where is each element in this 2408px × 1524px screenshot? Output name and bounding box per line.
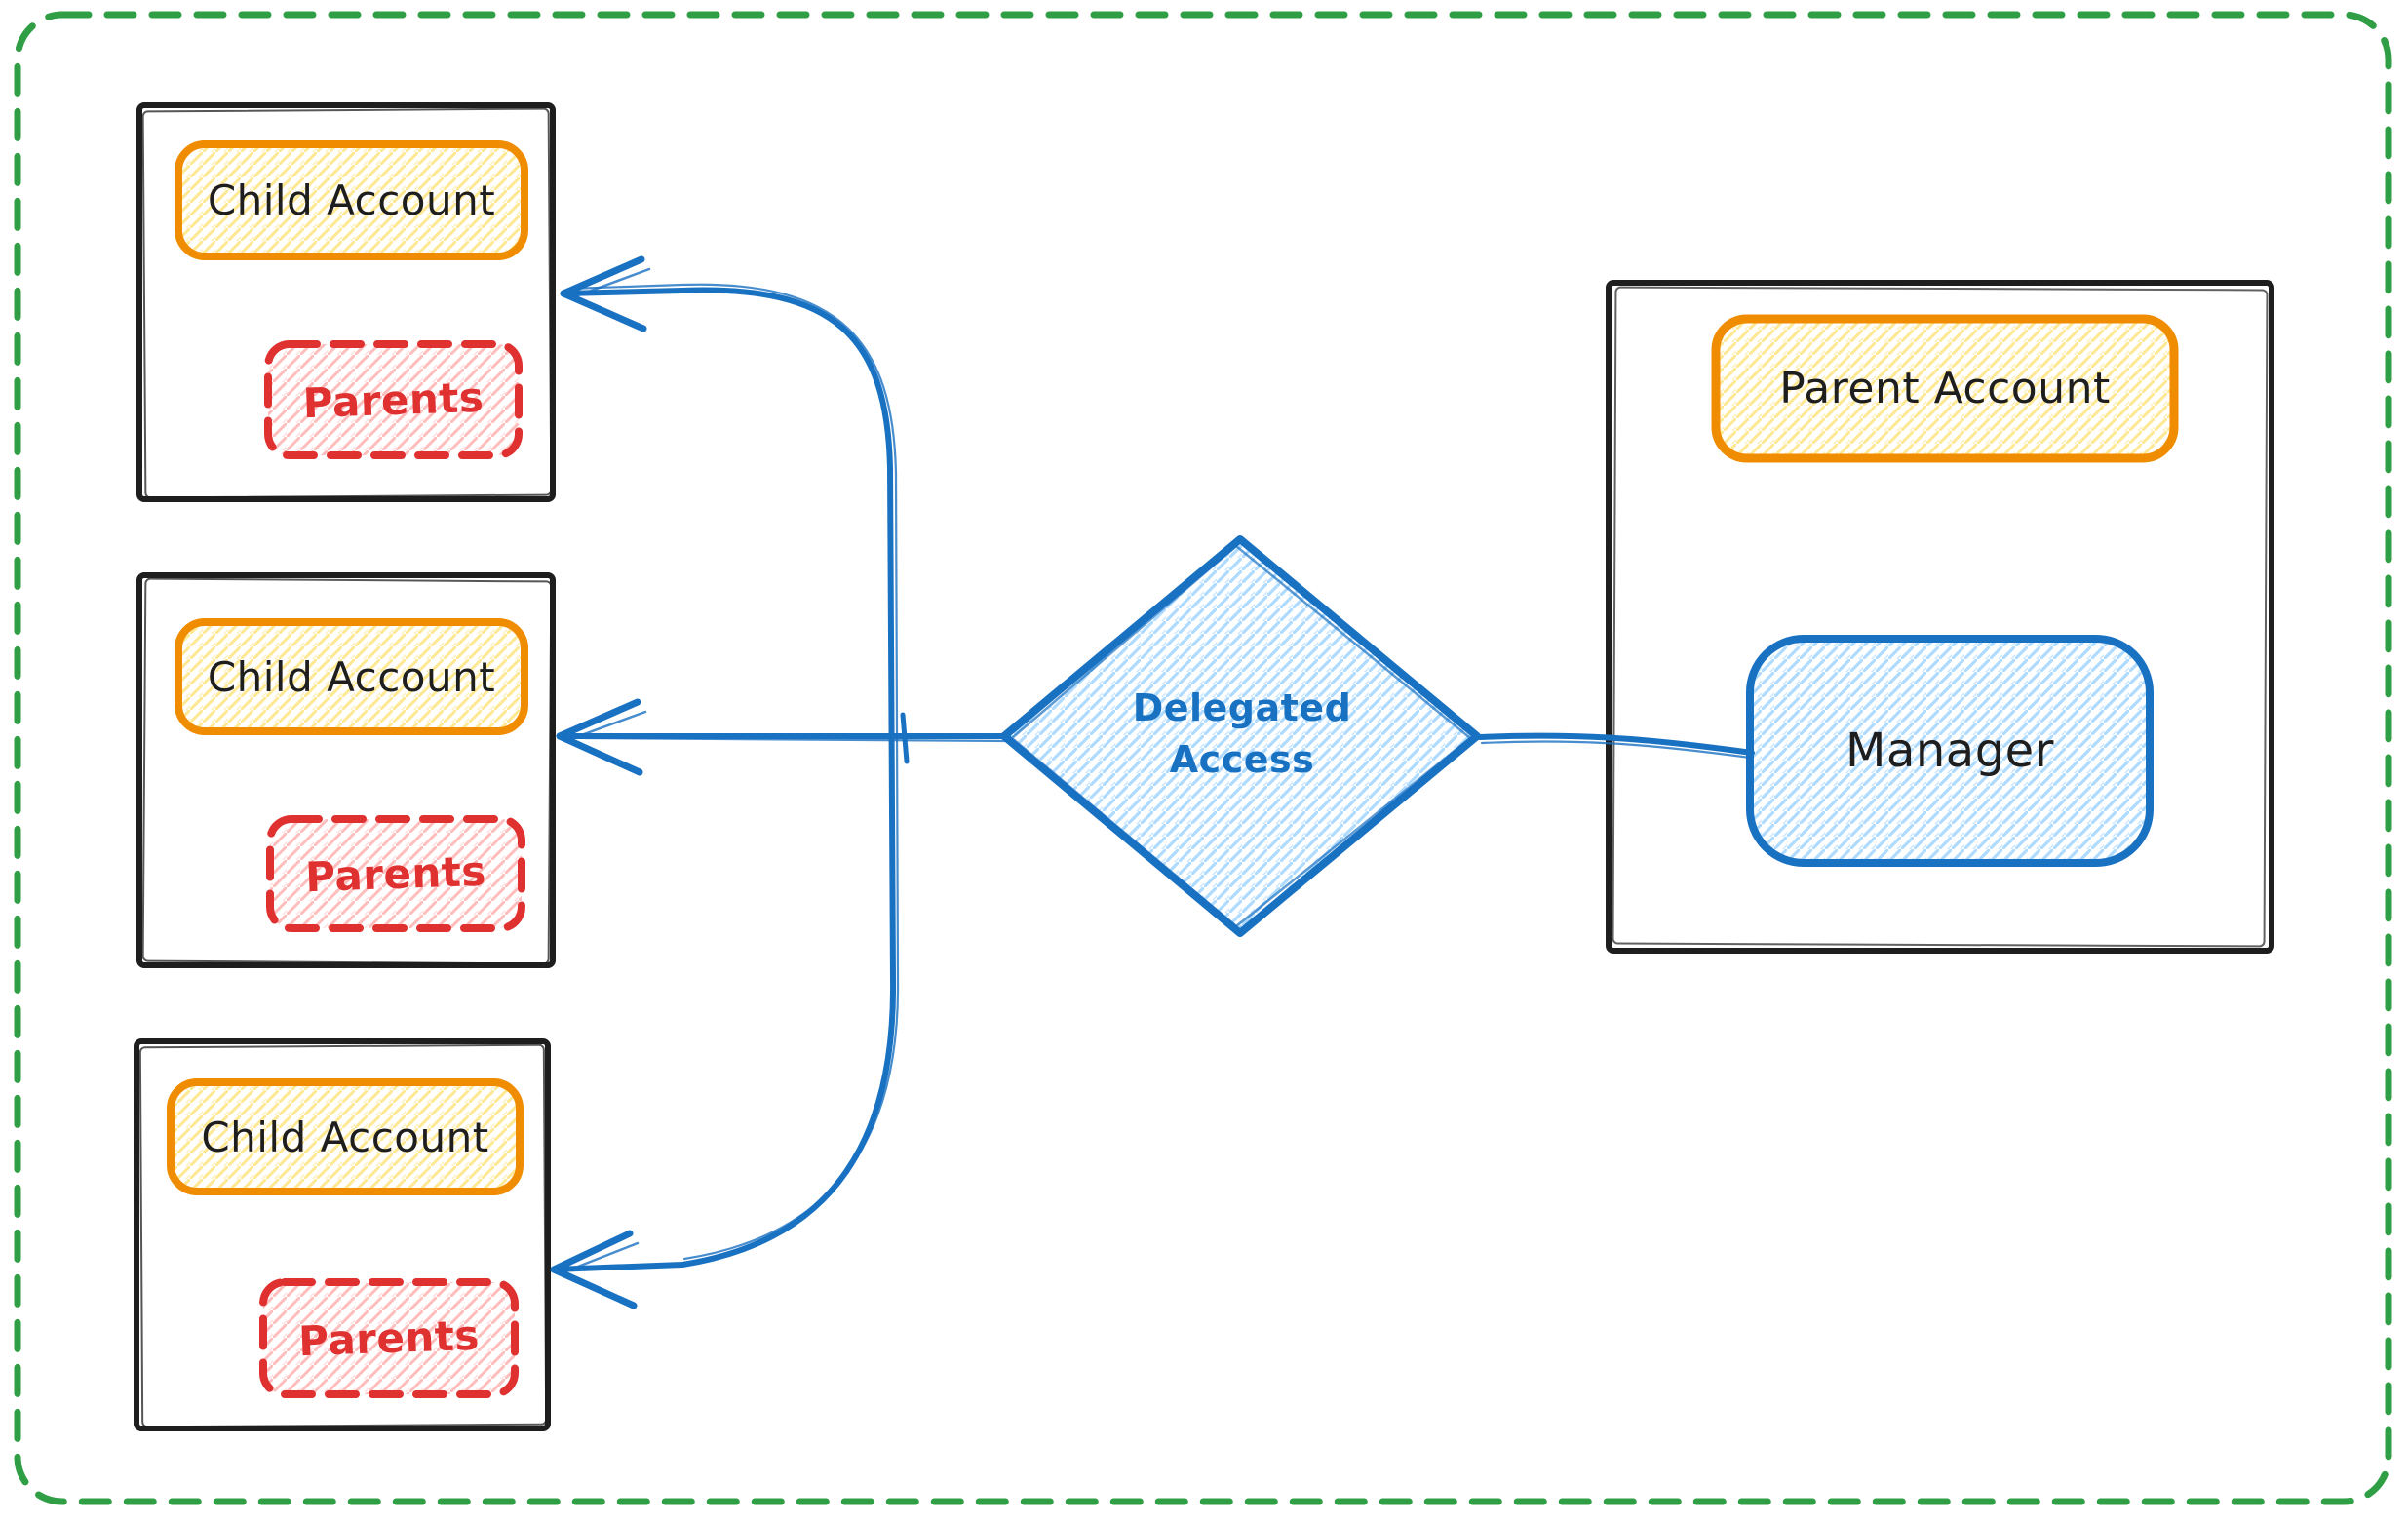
parents-dashed-box-2 — [266, 815, 525, 932]
arrow-tail-tick — [900, 712, 910, 764]
parents-dashed-box-1 — [264, 340, 523, 459]
child-account-node-3 — [134, 1038, 551, 1431]
child-account-pill-2 — [175, 618, 528, 735]
child-account-node-2 — [136, 572, 556, 968]
child-account-node-1 — [136, 102, 556, 502]
parents-dashed-box-3 — [259, 1278, 519, 1398]
child-account-pill-1 — [175, 140, 528, 260]
manager-to-diamond-line — [1477, 732, 1755, 760]
child-account-pill-3 — [167, 1078, 524, 1195]
delegated-access-diamond — [1000, 535, 1481, 937]
manager-node — [1746, 635, 2154, 867]
canvas-border — [14, 11, 2392, 1505]
parent-account-node — [1606, 280, 2274, 954]
arrow-to-child-2 — [556, 698, 1011, 776]
arrow-to-child-1-and-3 — [550, 255, 910, 1309]
parent-account-pill — [1711, 314, 2179, 463]
